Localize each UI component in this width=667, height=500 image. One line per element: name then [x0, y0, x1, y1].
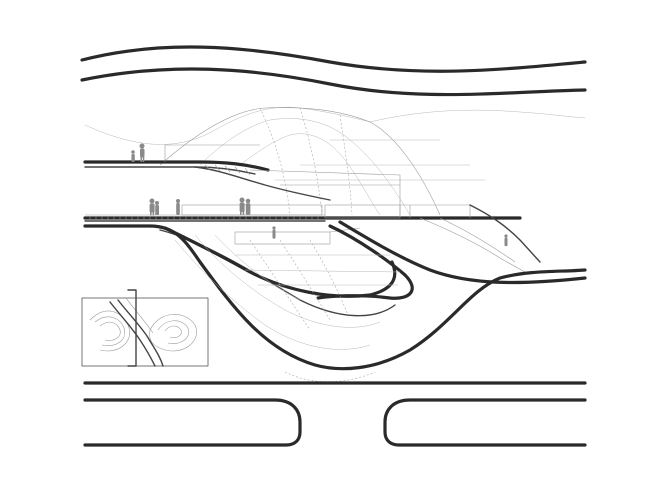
foundation [83, 381, 587, 447]
person-figure [504, 234, 508, 247]
canopy-wireframe [84, 106, 586, 216]
person-figure [245, 198, 251, 215]
main-deck [83, 204, 541, 273]
person-figure [239, 197, 245, 215]
detail-inset [81, 289, 209, 367]
person-figure [272, 226, 276, 239]
upper-platform [83, 144, 401, 215]
human-figures [131, 143, 508, 247]
basin-form [83, 220, 587, 383]
roof-bands [80, 45, 587, 97]
person-figure [131, 150, 135, 162]
person-figure [149, 198, 155, 216]
person-figure [176, 199, 180, 215]
person-figure [155, 201, 159, 215]
person-figure [139, 143, 145, 162]
